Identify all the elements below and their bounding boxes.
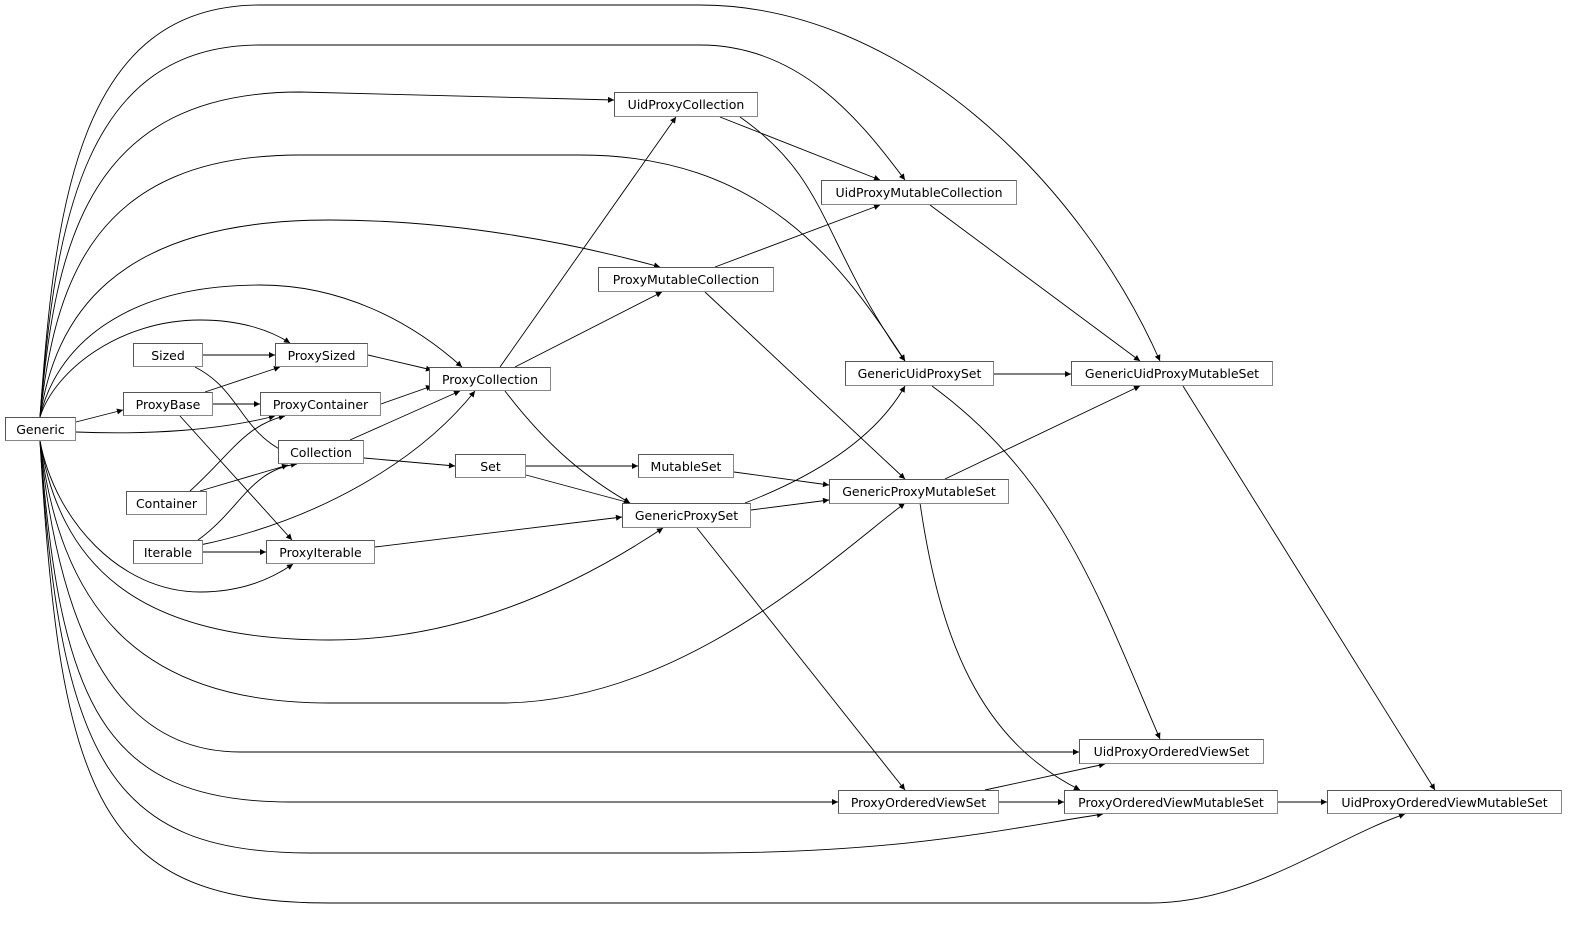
edge-Container-to-ProxyContainer — [189, 414, 286, 492]
node-ProxyOrderedViewMutableSet[interactable]: ProxyOrderedViewMutableSet — [1064, 790, 1278, 814]
edge-GenericUidProxySet-to-UidProxyOrderedViewSet — [931, 385, 1161, 740]
node-GenericProxyMutableSet[interactable]: GenericProxyMutableSet — [829, 479, 1009, 504]
edge-ProxyIterable-to-GenericProxySet — [374, 514, 623, 548]
edge-UidProxyCollection-to-GenericUidProxySet — [739, 116, 906, 362]
edge-GenericProxyMutableSet-to-GenericUidProxyMutableSet — [944, 385, 1141, 480]
edge-UidProxyMutableCollection-to-GenericUidProxyMutableSet — [929, 204, 1141, 362]
edge-Iterable-to-Collection — [197, 461, 298, 541]
node-MutableSet[interactable]: MutableSet — [638, 454, 734, 478]
edge-Generic-to-GenericUidProxyMutableSet — [39, 4, 1161, 418]
edge-ProxyCollection-to-ProxyMutableCollection — [514, 291, 663, 368]
edge-Generic-to-GenericUidProxySet — [39, 154, 906, 418]
node-ProxyCollection[interactable]: ProxyCollection — [429, 367, 551, 391]
edge-GenericProxyMutableSet-to-ProxyOrderedViewMutableSet — [919, 502, 1081, 791]
edge-ProxyOrderedViewSet-to-UidProxyOrderedViewSet — [984, 762, 1106, 791]
edge-ProxyMutableCollection-to-GenericProxyMutableSet — [704, 291, 906, 480]
node-ProxyMutableCollection[interactable]: ProxyMutableCollection — [598, 267, 774, 292]
edge-Sized-to-Collection — [194, 366, 286, 453]
node-UidProxyMutableCollection[interactable]: UidProxyMutableCollection — [821, 180, 1017, 205]
edge-Generic-to-GenericProxySet — [39, 440, 664, 641]
edge-Generic-to-UidProxyMutableCollection — [39, 44, 906, 418]
edge-Generic-to-ProxyMutableCollection — [39, 219, 661, 418]
edge-Generic-to-UidProxyOrderedViewMutableSet — [39, 440, 1406, 904]
edge-Generic-to-ProxyContainer — [75, 414, 276, 434]
edge-ProxyCollection-to-UidProxyCollection — [499, 116, 677, 368]
node-Iterable[interactable]: Iterable — [133, 540, 203, 564]
edge-Collection-to-Set — [363, 457, 456, 469]
edge-Collection-to-ProxyCollection — [349, 390, 461, 441]
edge-ProxyContainer-to-ProxyCollection — [380, 385, 433, 405]
edge-Set-to-GenericProxySet — [525, 474, 631, 505]
node-Set[interactable]: Set — [455, 454, 526, 478]
edge-Generic-to-ProxyCollection — [39, 284, 463, 418]
edge-Generic-to-ProxyIterable — [39, 440, 294, 593]
node-ProxyOrderedViewSet[interactable]: ProxyOrderedViewSet — [838, 790, 999, 814]
node-UidProxyCollection[interactable]: UidProxyCollection — [614, 92, 758, 117]
edge-GenericUidProxyMutableSet-to-UidProxyOrderedViewMutableSet — [1182, 385, 1436, 791]
node-UidProxyOrderedViewMutableSet[interactable]: UidProxyOrderedViewMutableSet — [1327, 790, 1562, 814]
edge-Generic-to-ProxyBase — [75, 408, 124, 423]
edge-GenericProxySet-to-GenericUidProxySet — [744, 385, 906, 504]
node-Collection[interactable]: Collection — [278, 440, 364, 464]
edge-ProxySized-to-ProxyCollection — [367, 354, 433, 372]
edge-GenericProxySet-to-ProxyOrderedViewSet — [696, 527, 906, 791]
node-Sized[interactable]: Sized — [133, 343, 203, 367]
node-GenericUidProxyMutableSet[interactable]: GenericUidProxyMutableSet — [1071, 361, 1273, 386]
edge-Generic-to-ProxyOrderedViewSet — [39, 440, 838, 805]
edge-Generic-to-ProxyOrderedViewMutableSet — [39, 440, 1104, 854]
edge-UidProxyCollection-to-UidProxyMutableCollection — [719, 116, 881, 181]
edge-Iterable-to-ProxyCollection — [199, 390, 476, 546]
edge-Generic-to-GenericProxyMutableSet — [39, 440, 906, 704]
node-GenericProxySet[interactable]: GenericProxySet — [622, 503, 751, 528]
node-GenericUidProxySet[interactable]: GenericUidProxySet — [845, 361, 994, 386]
edge-Generic-to-UidProxyOrderedViewSet — [39, 440, 1079, 755]
edge-ProxyBase-to-ProxySized — [204, 366, 281, 393]
node-UidProxyOrderedViewSet[interactable]: UidProxyOrderedViewSet — [1079, 739, 1264, 764]
node-ProxySized[interactable]: ProxySized — [275, 343, 368, 367]
edge-GenericProxySet-to-GenericProxyMutableSet — [750, 497, 830, 511]
node-ProxyIterable[interactable]: ProxyIterable — [266, 540, 375, 564]
node-Generic[interactable]: Generic — [5, 417, 76, 441]
edge-ProxyBase-to-ProxyIterable — [179, 415, 293, 541]
edge-ProxyMutableCollection-to-UidProxyMutableCollection — [714, 204, 881, 268]
node-ProxyBase[interactable]: ProxyBase — [123, 392, 213, 416]
edge-Container-to-Collection — [199, 463, 289, 492]
edge-MutableSet-to-GenericProxyMutableSet — [733, 471, 830, 488]
node-Container[interactable]: Container — [126, 491, 207, 515]
edge-ProxyCollection-to-GenericProxySet — [504, 390, 631, 504]
edge-Generic-to-ProxySized — [39, 319, 291, 418]
node-ProxyContainer[interactable]: ProxyContainer — [260, 392, 381, 416]
edge-Generic-to-UidProxyCollection — [39, 91, 615, 418]
